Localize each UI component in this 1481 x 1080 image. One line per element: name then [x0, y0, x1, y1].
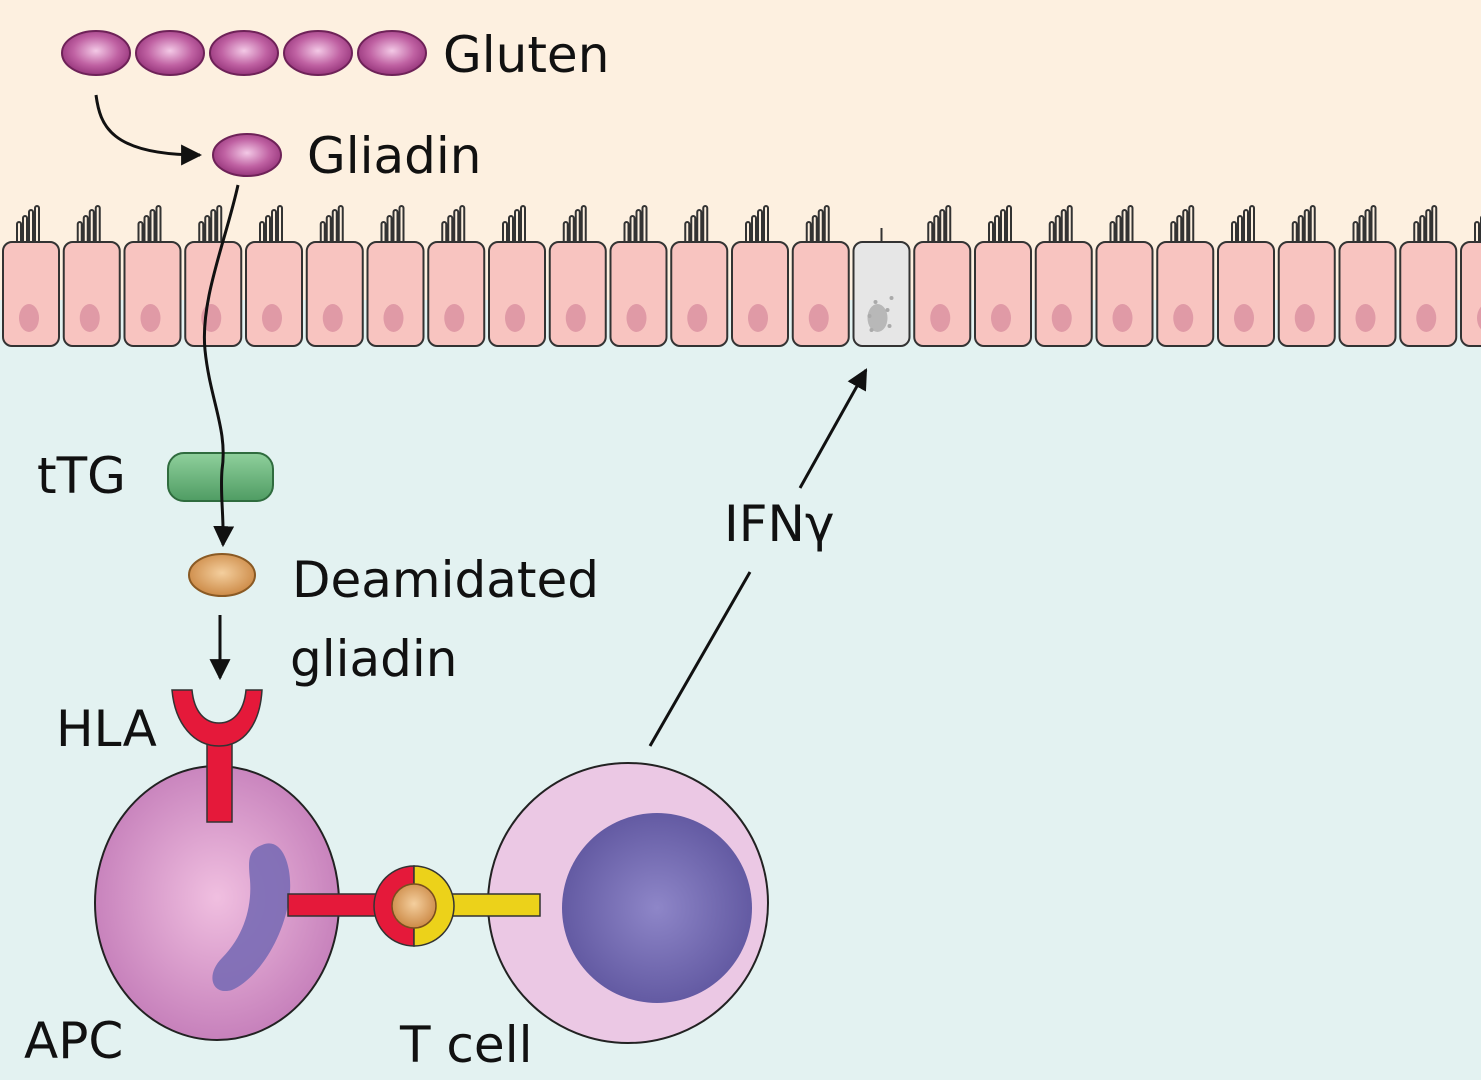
epithelial-cell	[1156, 205, 1215, 347]
tcr-arm	[449, 893, 541, 917]
gliadin-transport-arrow	[202, 184, 240, 548]
epithelial-cell	[305, 205, 364, 347]
epithelial-cell	[1460, 215, 1481, 347]
epithelial-cell	[1338, 205, 1397, 347]
gluten-bead	[135, 30, 205, 76]
epithelial-cell	[913, 205, 972, 347]
epithelial-cell	[609, 205, 668, 347]
epithelial-cell	[2, 205, 60, 347]
gluten-bead	[61, 30, 131, 76]
epithelial-cell	[731, 205, 789, 347]
epithelial-cell	[62, 205, 121, 347]
gluten-bead	[209, 30, 279, 76]
epithelial-cell	[488, 205, 546, 347]
tcell-label: T cell	[399, 1016, 532, 1074]
gluten-bead	[283, 30, 353, 76]
presented-gliadin	[391, 883, 437, 929]
ifng-label: IFNγ	[724, 495, 835, 553]
hla-receptor	[171, 689, 263, 823]
gliadin-label: Gliadin	[307, 127, 482, 185]
apc-label: APC	[24, 1012, 123, 1070]
epithelial-cell	[974, 205, 1032, 347]
deamidated-label-line2: gliadin	[290, 630, 457, 688]
epithelial-cell	[184, 205, 243, 347]
epithelial-cell	[123, 205, 182, 347]
ttg-label: tTG	[37, 447, 126, 505]
gluten-chain	[61, 30, 427, 76]
epithelial-layer	[2, 205, 1481, 347]
epithelial-cell	[427, 205, 486, 347]
epithelial-cell	[1095, 205, 1154, 347]
hla-label: HLA	[56, 700, 157, 758]
epithelial-cell	[366, 205, 425, 347]
t-cell-nucleus	[562, 813, 752, 1003]
damaged-epithelial-cell	[852, 228, 911, 347]
epithelial-cell	[1277, 205, 1336, 347]
epithelial-cell	[791, 205, 850, 347]
epithelial-cell	[1217, 205, 1275, 347]
epithelial-cell	[548, 205, 607, 347]
epithelial-cell	[670, 205, 729, 347]
epithelial-cell	[1034, 205, 1093, 347]
peptide-complex	[373, 865, 455, 947]
epithelial-cell	[245, 205, 303, 347]
epithelial-cell	[1399, 205, 1458, 347]
apc-nucleus	[212, 843, 291, 992]
ifng-arrow-upper	[798, 368, 868, 489]
gluten-bead	[357, 30, 427, 76]
ifng-line-lower	[648, 571, 752, 747]
deamidated-gliadin	[188, 553, 256, 597]
gliadin-molecule	[212, 133, 282, 177]
deamidated-label-line1: Deamidated	[292, 551, 599, 609]
hla-arm	[287, 893, 381, 917]
gluten-label: Gluten	[443, 26, 609, 84]
gluten-to-gliadin-arrow	[94, 94, 203, 166]
